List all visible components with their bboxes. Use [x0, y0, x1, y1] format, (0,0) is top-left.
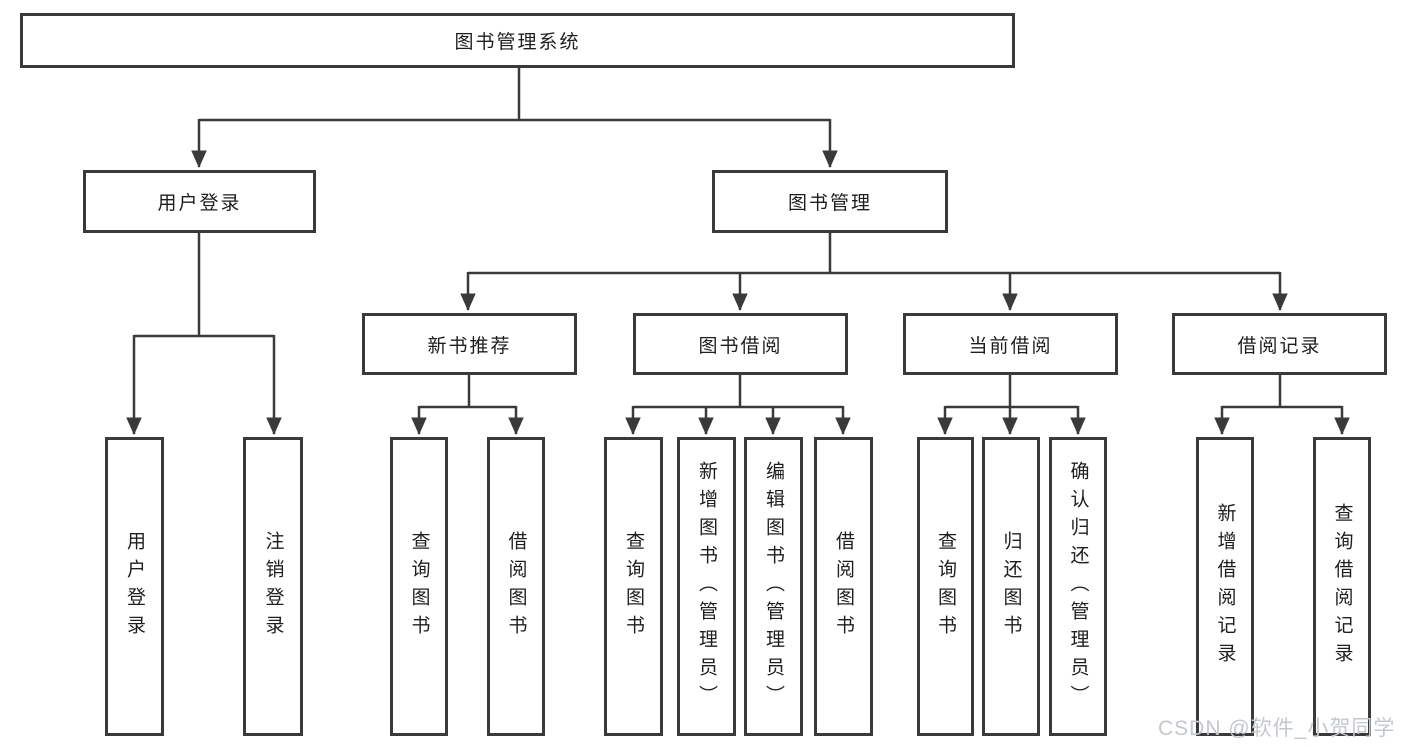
csdn-watermark: CSDN @软件_小贺同学: [1158, 717, 1396, 740]
leaf-label: 归还图书: [1000, 530, 1022, 643]
node-root: 图书管理系统: [20, 13, 1015, 68]
node-bb-borrow-book: 借阅图书: [814, 437, 873, 736]
node-new-book-rec: 新书推荐: [362, 313, 577, 375]
node-user-login: 用户登录: [83, 170, 316, 233]
node-bb-add-book: 新增图书（管理员）: [677, 437, 736, 736]
leaf-label: 借阅图书: [505, 530, 527, 643]
node-borrow-records: 借阅记录: [1172, 313, 1387, 375]
node-cb-return-book: 归还图书: [982, 437, 1040, 736]
leaf-label: 查询借阅记录: [1331, 502, 1353, 671]
leaf-label: 借阅图书: [833, 530, 854, 643]
leaf-label: 编辑图书（管理员）: [763, 460, 784, 713]
node-cb-confirm-return: 确认归还（管理员）: [1049, 437, 1107, 736]
node-current-borrow: 当前借阅: [903, 313, 1118, 375]
leaf-label: 查询图书: [623, 530, 644, 643]
node-br-query-record: 查询借阅记录: [1313, 437, 1371, 736]
leaf-label: 查询图书: [408, 530, 430, 643]
node-book-borrow: 图书借阅: [633, 313, 848, 375]
leaf-label: 注销登录: [262, 530, 284, 643]
leaf-label: 用户登录: [124, 530, 145, 643]
node-leaf-logout: 注销登录: [243, 437, 303, 736]
leaf-label: 新增图书（管理员）: [696, 460, 717, 713]
node-bb-edit-book: 编辑图书（管理员）: [744, 437, 803, 736]
leaf-label: 查询图书: [935, 530, 956, 643]
node-br-add-record: 新增借阅记录: [1196, 437, 1254, 736]
node-leaf-user-login: 用户登录: [105, 437, 164, 736]
node-rec-borrow-book: 借阅图书: [487, 437, 545, 736]
leaf-label: 确认归还（管理员）: [1067, 460, 1089, 713]
node-cb-query-book: 查询图书: [917, 437, 974, 736]
node-book-mgmt: 图书管理: [712, 170, 948, 233]
leaf-label: 新增借阅记录: [1214, 502, 1236, 671]
node-rec-query-book: 查询图书: [390, 437, 448, 736]
node-bb-query-book: 查询图书: [604, 437, 663, 736]
